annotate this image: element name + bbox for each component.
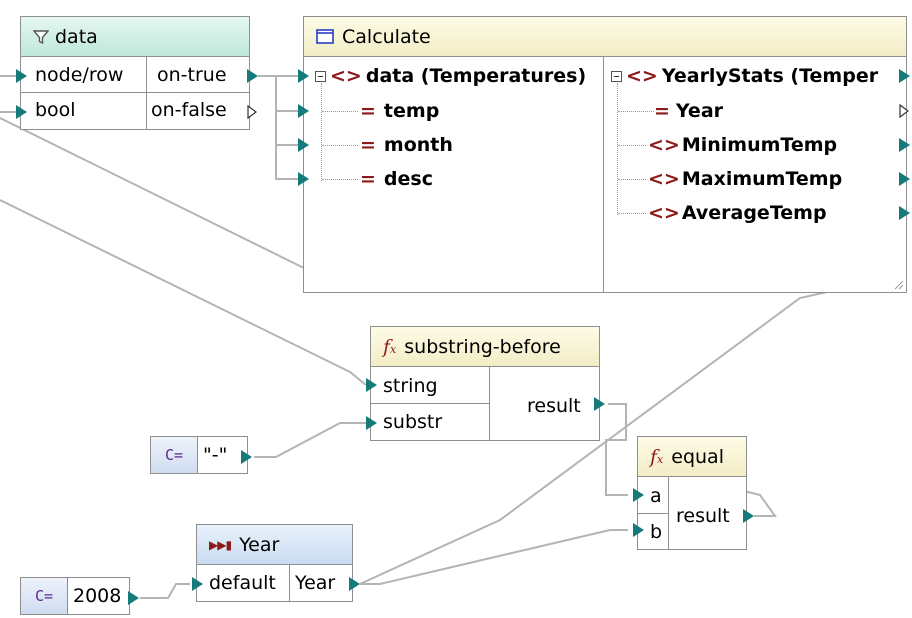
calculate-window-icon: [316, 29, 334, 44]
target-year-connector[interactable]: [899, 104, 909, 118]
calculate-component[interactable]: Calculate <> data (Temperatures) = temp …: [303, 16, 907, 293]
filter-on-true-connector[interactable]: [247, 69, 258, 83]
wire-long-diagonal-1: [0, 117, 313, 273]
source-root-connector[interactable]: [298, 69, 309, 83]
target-item-minimumtemp[interactable]: <> MinimumTemp: [648, 134, 838, 156]
equal-b-connector[interactable]: [633, 523, 644, 537]
year-input-default: default: [209, 572, 276, 594]
filter-input-bool: bool: [35, 99, 76, 121]
source-month-connector[interactable]: [298, 138, 309, 152]
source-temp-connector[interactable]: [298, 104, 309, 118]
constant-badge: C=: [151, 437, 198, 473]
filter-funnel-icon: [33, 29, 49, 44]
constant-2008-connector[interactable]: [128, 591, 139, 605]
substring-before-function[interactable]: fx substring-before string substr result: [370, 326, 600, 441]
target-collapse-icon[interactable]: [611, 71, 622, 82]
target-minimumtemp-connector[interactable]: [899, 138, 910, 152]
function-icon: fx: [650, 445, 664, 468]
equal-input-b: b: [650, 521, 663, 543]
equal-input-a: a: [650, 485, 662, 507]
wire-2008-to-default: [140, 583, 190, 599]
substring-before-title: substring-before: [404, 335, 561, 358]
calculate-title: Calculate: [342, 25, 431, 48]
filter-node-row-connector[interactable]: [16, 69, 27, 83]
equal-result-connector[interactable]: [743, 509, 754, 523]
constant-2008-value: 2008: [73, 585, 122, 607]
equal-output-result: result: [676, 505, 730, 527]
year-input-title: Year: [239, 533, 280, 556]
filter-output-on-true: on-true: [157, 64, 227, 86]
source-root-element[interactable]: <> data (Temperatures): [330, 65, 587, 87]
filter-output-on-false: on-false: [151, 99, 227, 121]
target-averagetemp-connector[interactable]: [899, 206, 910, 220]
source-desc-connector[interactable]: [298, 172, 309, 186]
year-input-component[interactable]: ▶▶▮ Year default Year: [196, 524, 353, 602]
substring-substr-connector[interactable]: [366, 416, 377, 430]
filter-bool-connector[interactable]: [16, 105, 27, 119]
filter-input-node-row: node/row: [35, 64, 124, 86]
attribute-icon: =: [360, 134, 376, 156]
year-default-connector[interactable]: [192, 577, 203, 591]
target-item-averagetemp[interactable]: <> AverageTemp: [648, 202, 827, 224]
source-collapse-icon[interactable]: [315, 71, 326, 82]
wire-result-to-a: [605, 403, 628, 496]
function-icon: fx: [383, 335, 397, 358]
year-output-connector[interactable]: [349, 577, 360, 591]
element-icon: <>: [648, 202, 680, 224]
filter-component[interactable]: data node/row bool on-true on-false: [20, 16, 250, 130]
constant-dash[interactable]: C= "-": [150, 436, 248, 474]
attribute-icon: =: [360, 100, 376, 122]
filter-header[interactable]: data: [21, 17, 249, 57]
wire-ontrue-to-temp: [258, 75, 300, 112]
year-input-header[interactable]: ▶▶▮ Year: [197, 525, 352, 565]
equal-function[interactable]: fx equal a b result: [637, 436, 747, 550]
wire-ontrue-to-month: [275, 111, 300, 146]
target-item-year[interactable]: = Year: [654, 100, 724, 122]
wire-ontrue-to-desc: [275, 145, 300, 180]
substring-string-connector[interactable]: [366, 378, 377, 392]
wire-dash-to-substr: [254, 422, 366, 458]
substring-before-output-result: result: [527, 395, 581, 417]
target-maximumtemp-connector[interactable]: [899, 172, 910, 186]
input-parameter-icon: ▶▶▮: [209, 537, 232, 552]
target-item-maximumtemp[interactable]: <> MaximumTemp: [648, 168, 843, 190]
substring-before-input-string: string: [383, 375, 438, 397]
equal-header[interactable]: fx equal: [638, 437, 746, 477]
constant-dash-value: "-": [203, 444, 228, 466]
constant-2008[interactable]: C= 2008: [20, 577, 130, 615]
element-icon: <>: [626, 65, 658, 87]
element-icon: <>: [648, 134, 680, 156]
calculate-header[interactable]: Calculate: [304, 17, 906, 57]
substring-result-connector[interactable]: [594, 397, 605, 411]
element-icon: <>: [648, 168, 680, 190]
source-item-desc[interactable]: = desc: [360, 168, 433, 190]
target-root-connector[interactable]: [899, 69, 910, 83]
source-item-month[interactable]: = month: [360, 134, 453, 156]
wire-year-to-b: [360, 529, 628, 585]
filter-on-false-connector[interactable]: [247, 105, 257, 119]
substring-before-header[interactable]: fx substring-before: [371, 327, 599, 367]
equal-a-connector[interactable]: [633, 488, 644, 502]
source-item-temp[interactable]: = temp: [360, 100, 440, 122]
constant-dash-connector[interactable]: [241, 450, 252, 464]
attribute-icon: =: [360, 168, 376, 190]
equal-title: equal: [671, 445, 724, 468]
attribute-icon: =: [654, 100, 670, 122]
resize-grip-icon[interactable]: [892, 278, 904, 290]
constant-badge: C=: [21, 578, 68, 614]
filter-title: data: [55, 25, 98, 48]
target-root-element[interactable]: <> YearlyStats (Temper: [626, 65, 879, 87]
element-icon: <>: [330, 65, 362, 87]
substring-before-input-substr: substr: [383, 411, 443, 433]
year-input-output: Year: [295, 572, 336, 594]
